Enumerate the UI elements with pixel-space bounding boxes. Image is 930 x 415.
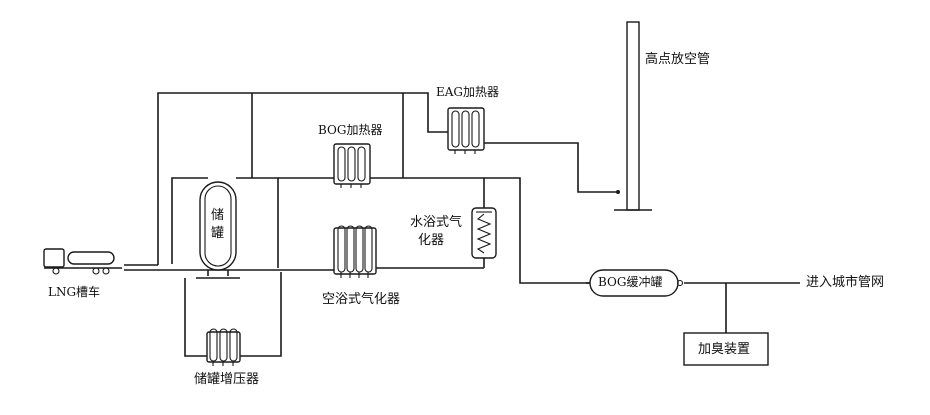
bog-buffer-label: BOG缓冲罐 xyxy=(598,275,663,289)
city-pipeline-label: 进入城市管网 xyxy=(806,275,885,290)
lng-tanker-icon xyxy=(43,248,122,275)
pipelines xyxy=(124,92,800,357)
lng-tanker-label: LNG槽车 xyxy=(48,285,101,299)
ambient-vaporizer-label: 空浴式气化器 xyxy=(322,292,401,307)
vent-stack xyxy=(614,21,652,211)
odorizer-box xyxy=(683,332,769,366)
water-bath-label-line1: 水浴式气 xyxy=(410,215,463,230)
eag-heater-label: EAG加热器 xyxy=(436,85,500,99)
pipe-pressurizer-loop xyxy=(184,278,207,357)
eag-heater-icon xyxy=(447,107,485,154)
storage-tank-icon xyxy=(196,181,240,279)
storage-tank-label-2: 罐 xyxy=(211,226,225,241)
tank-pressurizer-icon xyxy=(206,328,241,366)
bog-heater-label: BOG加热器 xyxy=(318,123,383,137)
bog-buffer-tank-icon xyxy=(586,269,684,297)
pipe-pressurizer-return xyxy=(240,272,282,357)
pipe-top-header xyxy=(157,92,448,265)
pipe-bog-line-2 xyxy=(370,177,590,284)
odorizer-label: 加臭装置 xyxy=(698,342,751,357)
vent-stack-label: 高点放空管 xyxy=(645,52,711,67)
pipe-tank-right-top xyxy=(236,177,279,268)
ambient-vaporizer-icon xyxy=(333,225,377,278)
tank-pressurizer-label: 储罐增压器 xyxy=(194,372,260,387)
water-bath-vaporizer-icon xyxy=(471,207,497,259)
pipe-eag-to-vent xyxy=(484,142,618,193)
bog-heater-icon xyxy=(333,143,371,188)
pipe-tank-left xyxy=(171,177,208,264)
storage-tank-label-1: 储 xyxy=(211,208,225,223)
water-bath-label-line2: 化器 xyxy=(418,233,445,248)
